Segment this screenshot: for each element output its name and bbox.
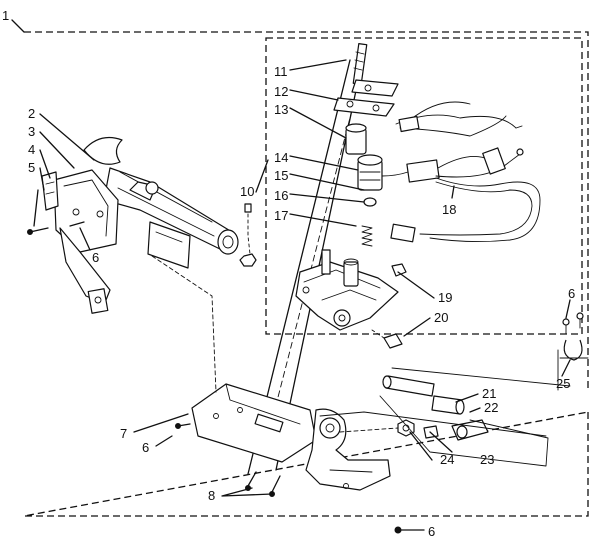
small-washer: [363, 197, 377, 207]
lower-bracket: [191, 383, 317, 463]
hex-nut-left: [239, 203, 257, 267]
compression-spring: [361, 225, 373, 247]
outer-assembly-boundary: [23, 31, 589, 517]
callout-18: 18: [442, 202, 456, 217]
callout-3: 3: [28, 124, 35, 139]
nut-and-stud: [397, 419, 489, 441]
wire-clamp-parts: [559, 312, 589, 361]
left-screws: [27, 221, 85, 235]
callout-8: 8: [208, 488, 215, 503]
callout-7: 7: [120, 426, 127, 441]
mounting-bracket: [53, 169, 119, 314]
callout-6c: 6: [428, 524, 435, 539]
callout-21: 21: [482, 386, 496, 401]
callout-16: 16: [274, 188, 288, 203]
callout-13: 13: [274, 102, 288, 117]
dispenser-spout-assembly: [83, 137, 239, 255]
callout-1: 1: [2, 8, 9, 23]
callout-19: 19: [438, 290, 452, 305]
callout-15: 15: [274, 168, 288, 183]
solenoid-coil: [357, 154, 383, 191]
grouping-lines: [151, 255, 571, 467]
callout-10: 10: [240, 184, 254, 199]
callout-2: 2: [28, 106, 35, 121]
callout-6b: 6: [142, 440, 149, 455]
leader-lines: [11, 19, 571, 531]
lower-screws: [175, 423, 402, 534]
callout-24: 24: [440, 452, 454, 467]
callout-6a: 6: [92, 250, 99, 265]
wiring-harness: [381, 101, 541, 243]
callout-20: 20: [434, 310, 448, 325]
callout-11: 11: [274, 64, 288, 79]
solenoid-base-housing: [295, 249, 399, 331]
snap-clip: [391, 263, 407, 277]
spring-clip: [41, 171, 59, 211]
lever-arm: [305, 408, 391, 491]
sleeve-bushing: [382, 375, 465, 415]
callout-5: 5: [28, 160, 35, 175]
callout-12: 12: [274, 84, 288, 99]
callout-14: 14: [274, 150, 288, 165]
mounting-plate: [333, 79, 399, 117]
callout-25: 25: [556, 376, 570, 391]
callout-22: 22: [484, 400, 498, 415]
top-pin: [352, 43, 368, 85]
inset-assembly-boundary: [265, 37, 583, 335]
callout-6d: 6: [568, 286, 575, 301]
callout-4: 4: [28, 142, 35, 157]
upper-sleeve: [345, 123, 367, 155]
inset-bushing: [371, 329, 403, 349]
callout-17: 17: [274, 208, 288, 223]
callout-23: 23: [480, 452, 494, 467]
cover-plate: [147, 221, 191, 269]
